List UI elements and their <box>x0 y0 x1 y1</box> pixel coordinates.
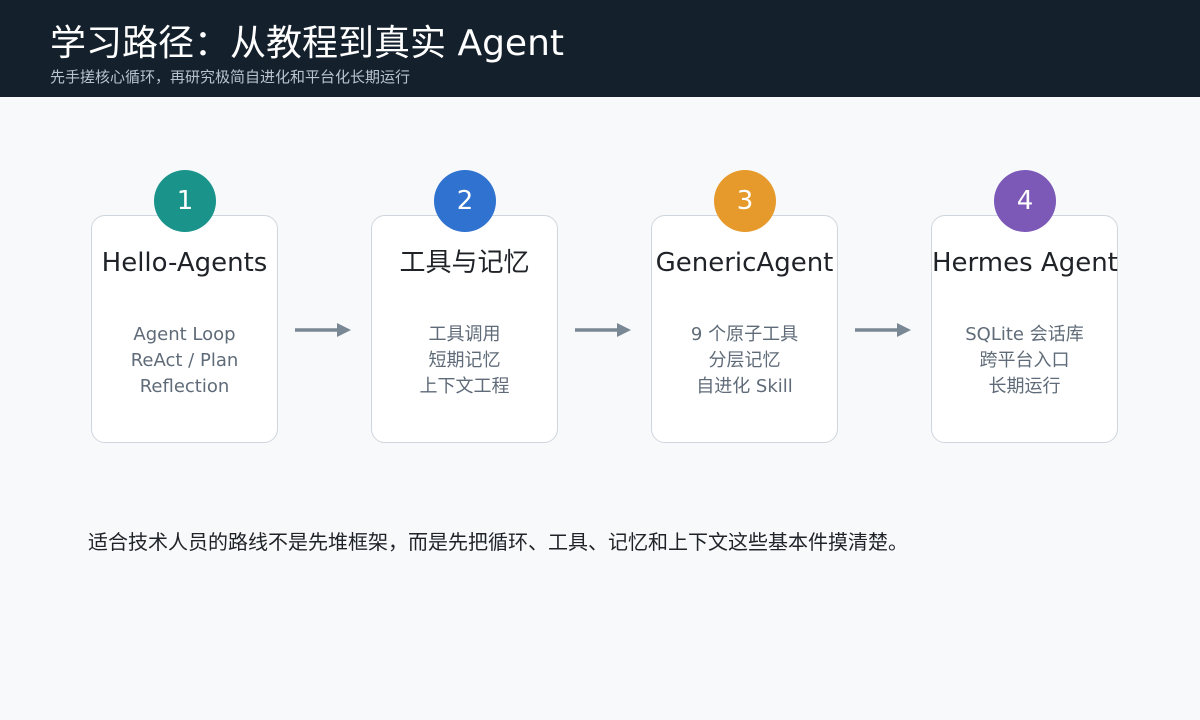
arrow-right-icon <box>575 323 631 337</box>
step-item: 长期运行 <box>988 376 1061 397</box>
step-item-list: Agent Loop ReAct / Plan Reflection <box>92 322 277 400</box>
step-card-2: 工具与记忆 工具调用 短期记忆 上下文工程 <box>371 215 558 443</box>
step-item: 分层记忆 <box>708 350 781 371</box>
step-item: 短期记忆 <box>428 350 501 371</box>
step-item: ReAct / Plan <box>130 350 239 371</box>
page-subtitle: 先手搓核心循环，再研究极简自进化和平台化长期运行 <box>50 68 411 86</box>
step-item: SQLite 会话库 <box>965 324 1084 345</box>
step-number-badge-4: 4 <box>994 170 1056 232</box>
arrow-right-icon <box>855 323 911 337</box>
step-number-badge-2: 2 <box>434 170 496 232</box>
step-card-3: GenericAgent 9 个原子工具 分层记忆 自进化 Skill <box>651 215 838 443</box>
step-number-badge-3: 3 <box>714 170 776 232</box>
step-title: Hello-Agents <box>101 248 268 278</box>
step-item: 跨平台入口 <box>979 350 1070 371</box>
step-card-1: Hello-Agents Agent Loop ReAct / Plan Ref… <box>91 215 278 443</box>
step-item-list: 9 个原子工具 分层记忆 自进化 Skill <box>652 322 837 400</box>
arrow-right-icon <box>295 323 351 337</box>
step-number-badge-1: 1 <box>154 170 216 232</box>
step-item-list: SQLite 会话库 跨平台入口 长期运行 <box>932 322 1117 400</box>
step-item: 自进化 Skill <box>696 376 793 397</box>
step-title: GenericAgent <box>655 248 834 278</box>
step-item: Agent Loop <box>133 324 236 345</box>
step-title: Hermes Agent <box>932 248 1118 278</box>
header-bar: 学习路径：从教程到真实 Agent 先手搓核心循环，再研究极简自进化和平台化长期… <box>0 0 1200 97</box>
step-item: Reflection <box>139 376 230 397</box>
step-title: 工具与记忆 <box>399 248 530 278</box>
step-item: 工具调用 <box>428 324 501 345</box>
page-title: 学习路径：从教程到真实 Agent <box>50 23 565 64</box>
step-item: 上下文工程 <box>419 376 510 397</box>
step-item-list: 工具调用 短期记忆 上下文工程 <box>372 322 557 400</box>
step-card-4: Hermes Agent SQLite 会话库 跨平台入口 长期运行 <box>931 215 1118 443</box>
step-item: 9 个原子工具 <box>690 324 799 345</box>
summary-text: 适合技术人员的路线不是先堆框架，而是先把循环、工具、记忆和上下文这些基本件摸清楚… <box>88 530 908 554</box>
